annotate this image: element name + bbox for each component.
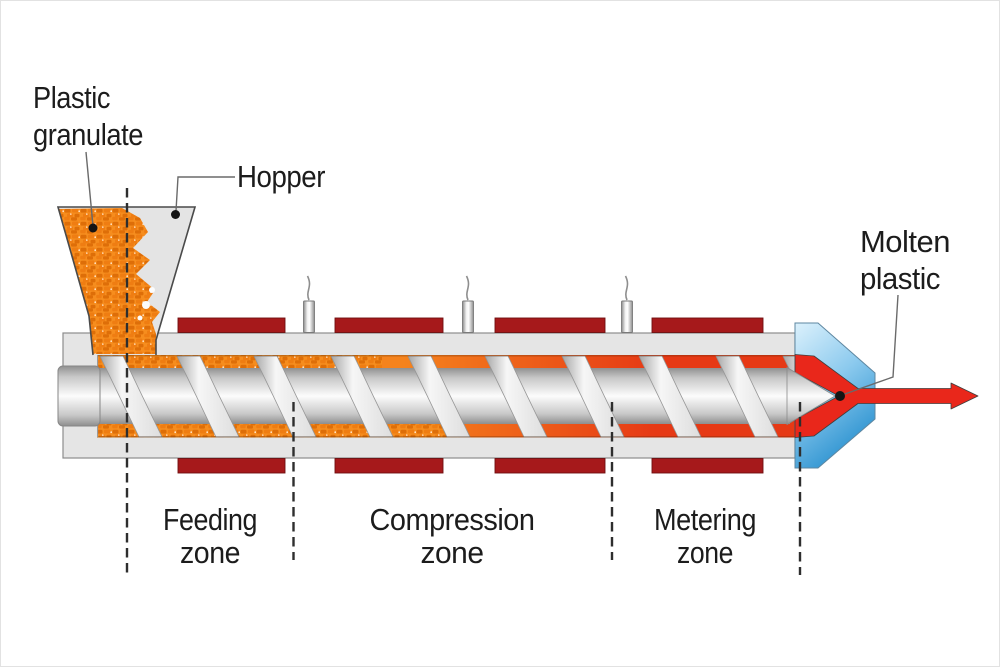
screw-flight (561, 355, 625, 438)
screw-flight (253, 355, 317, 438)
leader-line-molten-plastic (841, 294, 899, 396)
hopper-outline (56, 206, 197, 356)
heater-band (177, 458, 286, 474)
heater-band (494, 458, 606, 474)
dot-plastic-granulate (88, 223, 98, 233)
screw-flights (99, 355, 795, 438)
screw-flight (638, 355, 702, 438)
labels: Plastic granulate Hopper Molten plastic … (33, 80, 951, 570)
sensor-wire (624, 275, 629, 301)
label-molten-plastic-2: plastic (860, 261, 940, 296)
heater-band (494, 317, 606, 333)
screw-flight (330, 355, 394, 438)
label-plastic-granulate-2: granulate (33, 117, 143, 152)
label-feeding-zone-1: Feeding (163, 502, 257, 537)
label-metering-zone-2: zone (677, 535, 733, 570)
screw-flight (99, 355, 163, 438)
screw-end-cap (57, 365, 101, 427)
temperature-sensors (303, 275, 633, 333)
heater-band (651, 317, 764, 333)
leader-dots (88, 210, 845, 401)
temperature-sensor (303, 300, 315, 333)
screw-flight (715, 355, 779, 438)
sensor-wire (465, 275, 470, 301)
leader-lines (85, 151, 899, 396)
temperature-sensor (621, 300, 633, 333)
barrel-bore (97, 355, 795, 438)
heater-bands-bottom (177, 458, 764, 474)
leader-line-hopper (175, 176, 235, 212)
label-compression-zone-2: zone (421, 535, 484, 570)
heater-band (177, 317, 286, 333)
label-hopper: Hopper (237, 159, 325, 194)
dot-molten-plastic (835, 391, 845, 401)
heater-bands-top (177, 317, 764, 333)
screw-flight (407, 355, 471, 438)
zone-dividers (125, 188, 802, 575)
label-metering-zone-1: Metering (654, 502, 756, 537)
screw-flight (176, 355, 240, 438)
label-molten-plastic-1: Molten (860, 224, 950, 259)
granulate-gaps (137, 287, 155, 321)
label-compression-zone-1: Compression (370, 502, 535, 537)
dot-hopper (171, 210, 180, 219)
hopper-granulate (58, 208, 160, 354)
screw-flight (484, 355, 548, 438)
leader-line-plastic-granulate (85, 151, 94, 227)
screw-flight (782, 355, 795, 382)
label-plastic-granulate-1: Plastic (33, 80, 110, 115)
heater-band (334, 458, 444, 474)
heater-band (651, 458, 764, 474)
sensor-wire (306, 275, 311, 301)
heater-band (334, 317, 444, 333)
temperature-sensor (462, 300, 474, 333)
label-feeding-zone-2: zone (180, 535, 240, 570)
